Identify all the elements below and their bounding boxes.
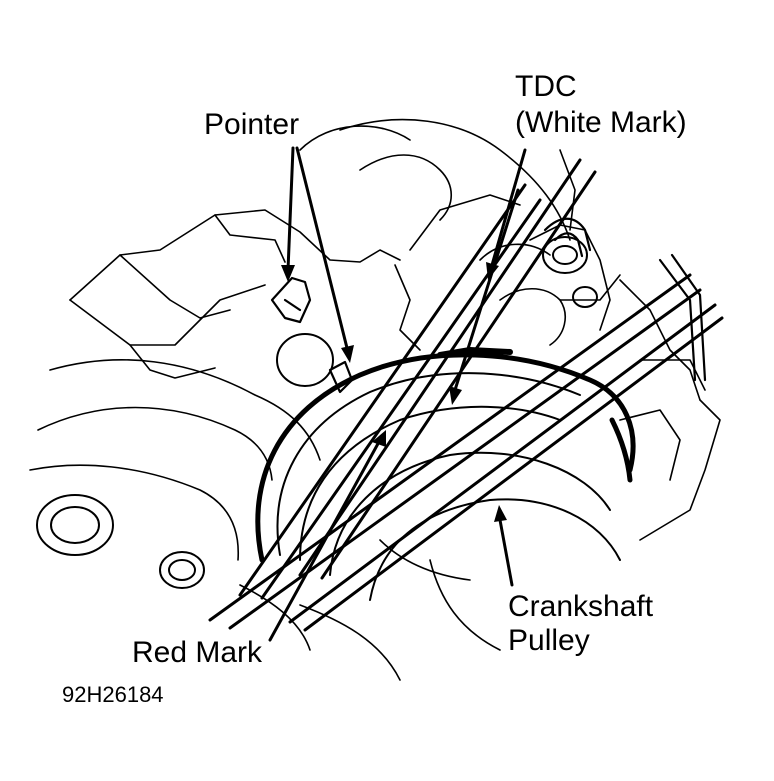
red-mark-label: Red Mark <box>132 636 263 669</box>
leader-lines <box>268 146 527 642</box>
pipe <box>543 217 707 382</box>
arrowheads <box>281 262 507 522</box>
pulley-label: Pulley <box>508 624 590 657</box>
drive-belts <box>208 158 724 632</box>
engine-bolt-holes <box>36 236 598 589</box>
crankshaft-label: Crankshaft <box>508 590 654 623</box>
figure-code: 92H26184 <box>62 682 164 707</box>
timing-pointer <box>270 276 354 394</box>
pointer-label: Pointer <box>204 108 300 141</box>
white-mark-label: (White Mark) <box>515 106 687 139</box>
tdc-label: TDC <box>515 70 577 103</box>
